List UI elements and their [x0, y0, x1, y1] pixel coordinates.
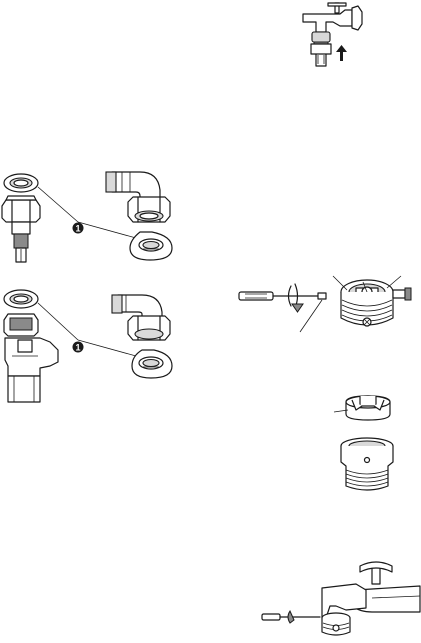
rotate-arrow-icon [289, 284, 304, 312]
callout-1-bottom: 1 [73, 342, 84, 353]
faucet-mounting-figure [262, 562, 420, 635]
faucet-connector-figure [303, 3, 362, 66]
small-screwdriver-icon [262, 611, 320, 623]
hose-connector-set-drain: 1 [4, 290, 172, 402]
hose-connector-set-screw: 1 [2, 172, 172, 262]
arrow-up-icon [336, 45, 347, 61]
callout-1-top: 1 [73, 223, 84, 234]
callout-label: 1 [75, 343, 80, 353]
adapter-body-figure [341, 438, 393, 490]
spacer-ring-figure [334, 396, 390, 420]
screwdriver-icon [239, 292, 326, 300]
callout-label: 1 [75, 224, 80, 234]
adapter-assembly-figure [239, 276, 411, 332]
